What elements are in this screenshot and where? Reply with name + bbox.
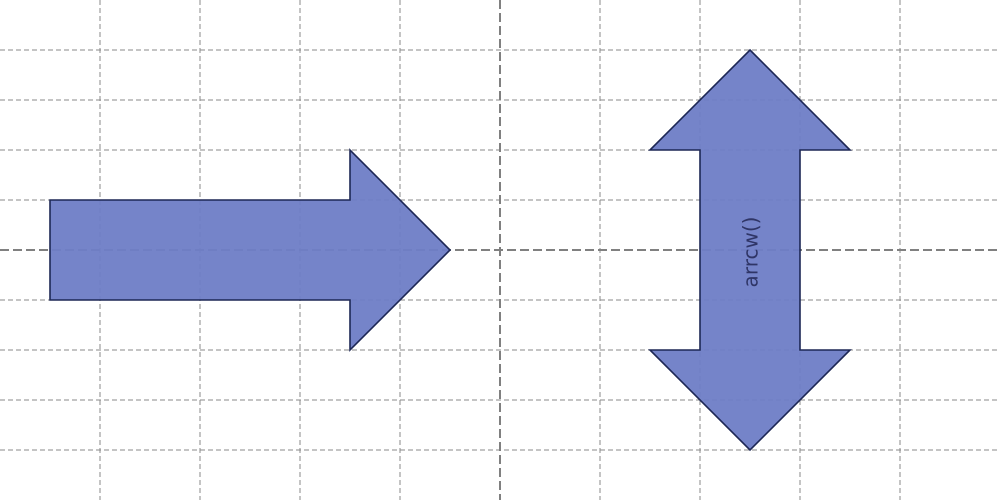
arrow-label: arrcw()	[739, 217, 763, 288]
right-arrow-shape	[49, 148, 452, 352]
double-vertical-arrow-shape	[648, 48, 852, 452]
